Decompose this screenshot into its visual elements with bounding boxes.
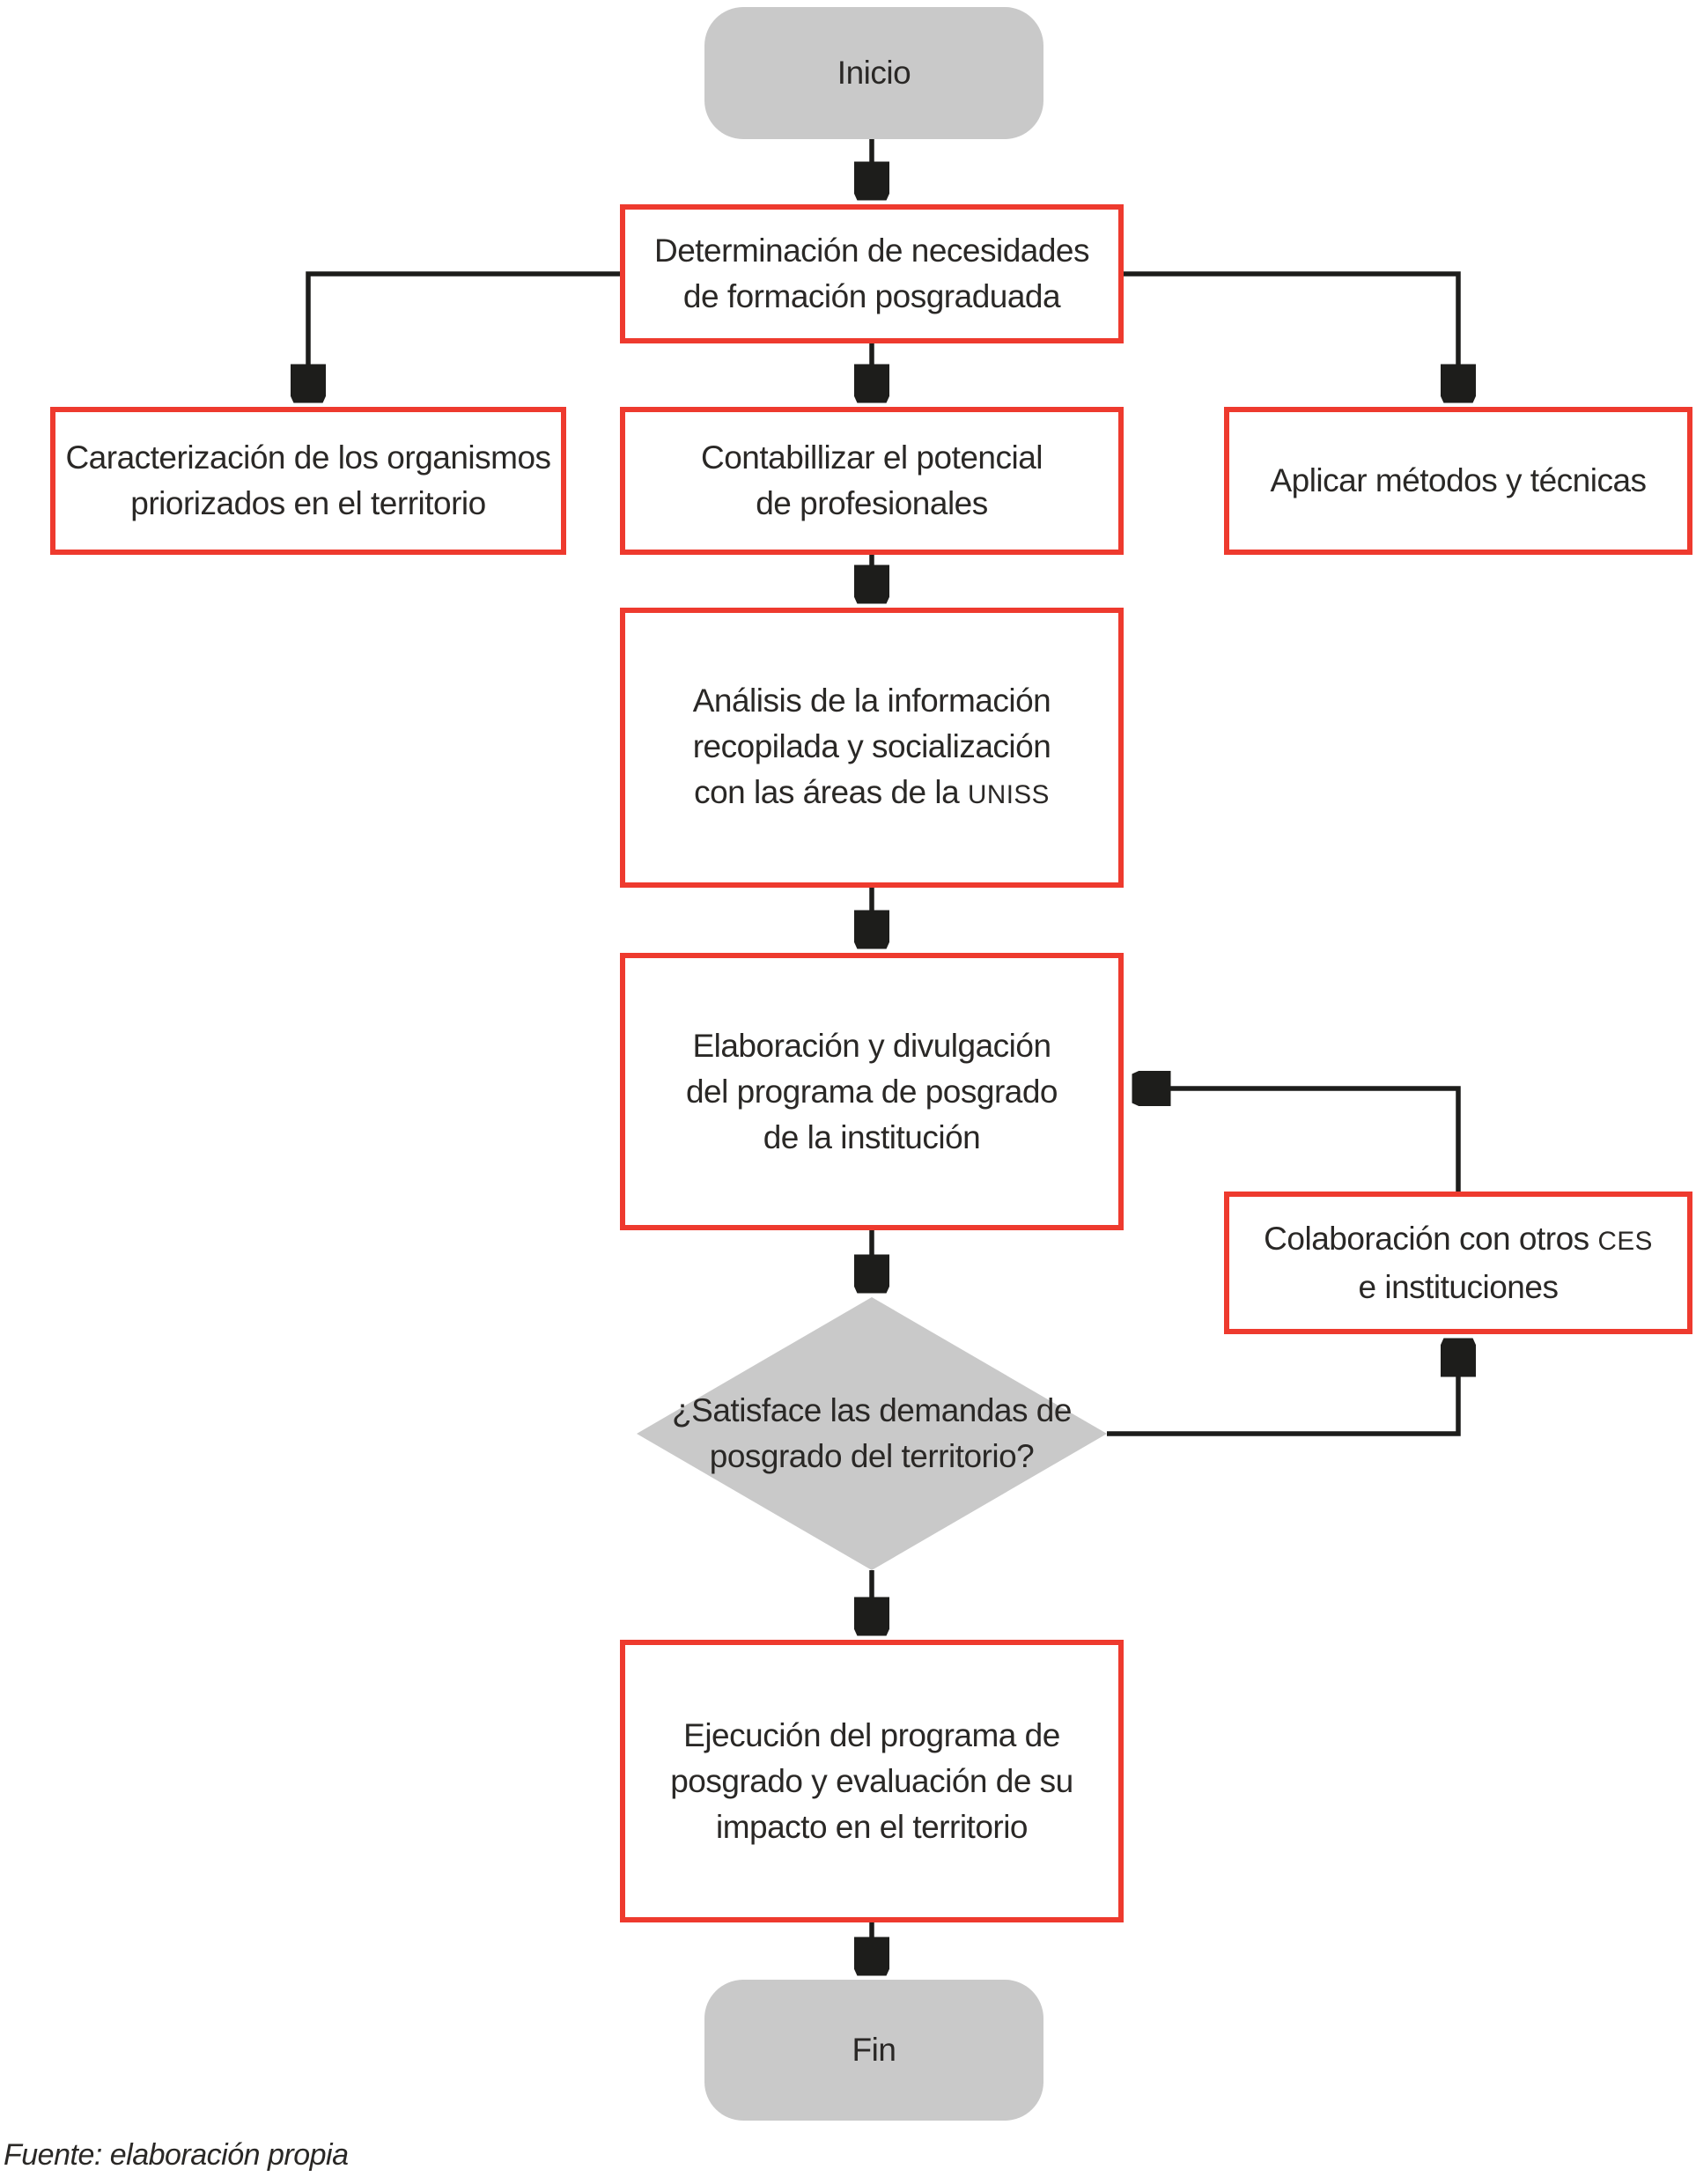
start-terminal-label: Inicio (837, 55, 911, 91)
arrow-determinacion-to-aplicar (1124, 271, 1458, 399)
end-terminal: Fin (704, 1980, 1043, 2121)
decision-diamond-shape (637, 1297, 1107, 1570)
end-terminal-label: Fin (852, 2032, 896, 2068)
arrow-decision-to-colaboracion (1107, 1342, 1458, 1436)
arrow-colaboracion-to-elaboracion (1136, 1088, 1461, 1192)
acronym-uniss: UNISS (967, 779, 1050, 809)
arrow-determinacion-to-caracterizacion (308, 271, 620, 399)
process-aplicar-label: Aplicar métodos y técnicas (1270, 462, 1647, 498)
acronym-ces: CES (1597, 1226, 1653, 1256)
source-caption: Fuente: elaboración propia (4, 2138, 349, 2172)
process-aplicar-metodos: Aplicar métodos y técnicas (1224, 407, 1692, 555)
start-terminal: Inicio (704, 7, 1043, 139)
